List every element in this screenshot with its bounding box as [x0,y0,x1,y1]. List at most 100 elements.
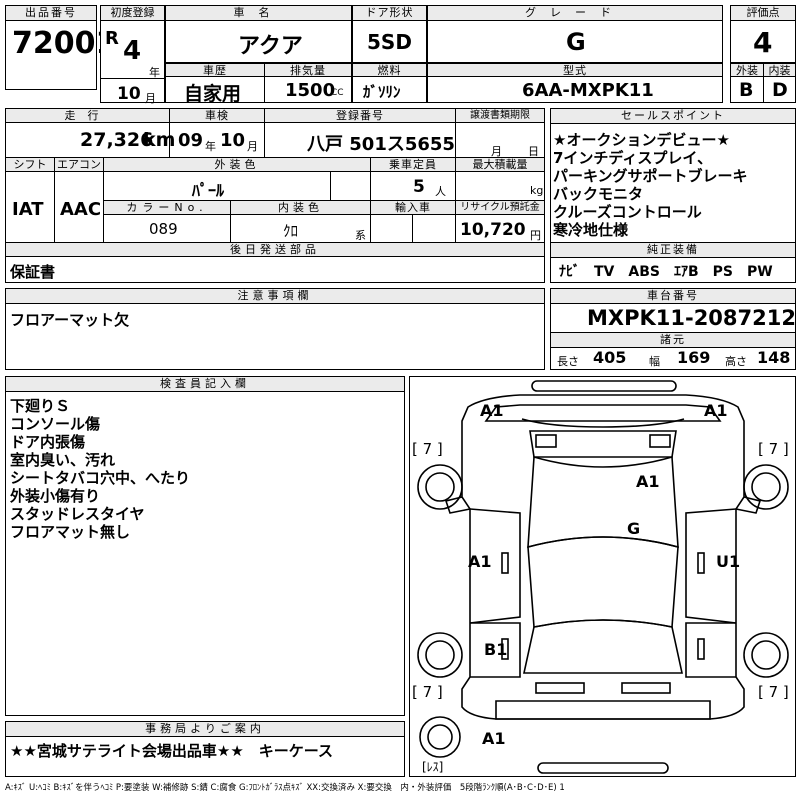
tire-front-right: [ 7 ] [758,440,789,458]
recycle-header: リサイクル預託金 [455,200,545,215]
int-color-cell: ｸﾛ 系 [230,214,371,243]
transfer-docs-header: 譲渡書類期限 [455,108,545,123]
inspector-note: 下廻りＳ [10,397,71,415]
ext-color-header: 外装色 [103,157,371,172]
sales-points-box: セールスポイント ★オークションデビュー★ 7インチディスプレイ、 パーキングサ… [550,108,796,243]
door-header: ドア形状 [353,6,426,21]
model-header: 型式 [427,63,723,77]
fuel: ｶﾞｿﾘﾝ [363,83,401,101]
recycle-cell: 10,720 円 [455,214,545,243]
registration-number: 八戸 501ス5655 [307,134,455,155]
transfer-month-unit: 月 [491,145,502,158]
notes-header: 注意事項欄 [6,289,544,304]
score: 4 [753,26,773,59]
grade-box: グレード G [427,5,723,63]
genuine-equip-header: 純正装備 [551,243,795,258]
car-name: アクア [238,34,303,59]
aircon: AAC [60,199,102,220]
damage-roof: G [627,519,641,538]
tire-rear-right: [ 7 ] [758,683,789,701]
history-header: 車歴 [165,63,265,77]
damage-rear-left: B1 [484,640,508,659]
chassis-number: MXPK11-2087212 [587,306,796,330]
lot-number-header: 出品番号 [6,6,96,21]
inspector-note: シートタバコ穴中、へたり [10,469,191,487]
height-label: 高さ [725,355,747,368]
mileage-header: 走行 [5,108,170,123]
sales-point: ★オークションデビュー★ [553,131,730,149]
score-box: 評価点 4 [730,5,796,63]
registration-cell: 八戸 501ス5655 [264,122,456,158]
interior-cell: D [763,76,796,103]
inspection-year-unit: 年 [205,140,216,153]
length-label: 長さ [557,355,579,368]
capacity: 5 [413,177,425,197]
color-no-cell: 089 [103,214,231,243]
damage-front-right: A1 [704,401,728,420]
mileage-unit: km [143,129,176,151]
notes-box: 注意事項欄 フロアーマット欠 [5,288,545,370]
inspector-box: 検査員記入欄 下廻りＳ コンソール傷 ドア内張傷 室内臭い、汚れ シートタバコ穴… [5,376,405,716]
exterior-cell: B [730,76,764,103]
damage-hood: A1 [636,472,660,491]
first-registration-box: 初度登録 R 4 年 10 月 [100,5,165,105]
shift-header: シフト [5,157,55,172]
max-load-cell: kg [455,171,545,201]
model-code: 6AA-MXPK11 [522,80,654,101]
recycle-unit: 円 [530,229,541,242]
lot-number-box: 出品番号 72001 [5,5,116,90]
ext-color: ﾊﾟｰﾙ [192,181,225,200]
sales-point: 寒冷地仕様 [553,221,629,239]
car-name-box: 車名 アクア [165,5,352,63]
history-cell: 自家用 [165,76,265,105]
sales-points-header: セールスポイント [551,109,795,124]
displacement-cell: 1500 CC [264,76,352,103]
inspection-month: 10 [220,130,246,151]
sales-point: 7インチディスプレイ、 [553,149,713,167]
capacity-header: 乗車定員 [370,157,456,172]
damage-left-side: A1 [468,552,492,571]
era: R [105,28,119,49]
tire-front-left: [ 7 ] [412,440,443,458]
interior-grade: D [772,79,788,101]
inspector-note: コンソール傷 [10,415,101,433]
length: 405 [593,348,627,367]
genuine-equipment: ﾅﾋﾞ TV ABS ｴｱB PS PW [559,264,773,280]
chassis-box: 車台番号 MXPK11-2087212 諸元 長さ 405 幅 169 高さ 1… [550,288,796,370]
office-note: ★★宮城サテライト会場出品車★★ キーケース [10,742,334,760]
inspection-header: 車検 [169,108,265,123]
damage-rear: A1 [482,729,506,748]
inspector-header: 検査員記入欄 [6,377,404,392]
fuel-header: 燃料 [352,63,427,77]
legend: A:ｷｽﾞ U:ﾍｺﾐ B:ｷｽﾞを伴うﾍｺﾐ P:要塗装 W:補修跡 S:錆 … [5,783,565,793]
later-parts-cell: 保証書 [5,256,545,283]
exterior-header: 外装 [730,63,764,77]
displacement-header: 排気量 [264,63,352,77]
reg-year: 4 [123,36,142,66]
int-color-unit: 系 [355,229,366,242]
shift: IAT [12,199,44,220]
inspector-note: フロアマット無し [10,523,131,541]
spare-tire: [ﾚｽ] [422,760,444,774]
lot-number: 72001 [12,26,117,61]
exterior-grade: B [739,79,754,101]
fuel-cell: ｶﾞｿﾘﾝ [352,76,427,103]
office-header: 事務局よりご案内 [6,722,404,737]
mileage: 27,326 [80,129,154,151]
int-color-header: 内装色 [230,200,371,215]
displacement: 1500 [285,80,336,101]
notes-text: フロアーマット欠 [10,311,130,329]
grade-header: グレード [428,6,722,21]
model-cell: 6AA-MXPK11 [427,76,723,103]
interior-header: 内装 [763,63,796,77]
damage-front-left: A1 [480,401,504,420]
height: 148 [757,348,791,367]
width: 169 [677,348,711,367]
aircon-cell: AAC [54,171,104,243]
ext-color-cell-extra [330,171,371,201]
inspection-year: 09 [178,130,204,151]
mileage-cell: 27,326 km [5,122,175,158]
inspection-cell: 09 年 10 月 [169,122,265,158]
genuine-equip-box: 純正装備 ﾅﾋﾞ TV ABS ｴｱB PS PW [550,242,796,283]
width-label: 幅 [649,355,660,368]
